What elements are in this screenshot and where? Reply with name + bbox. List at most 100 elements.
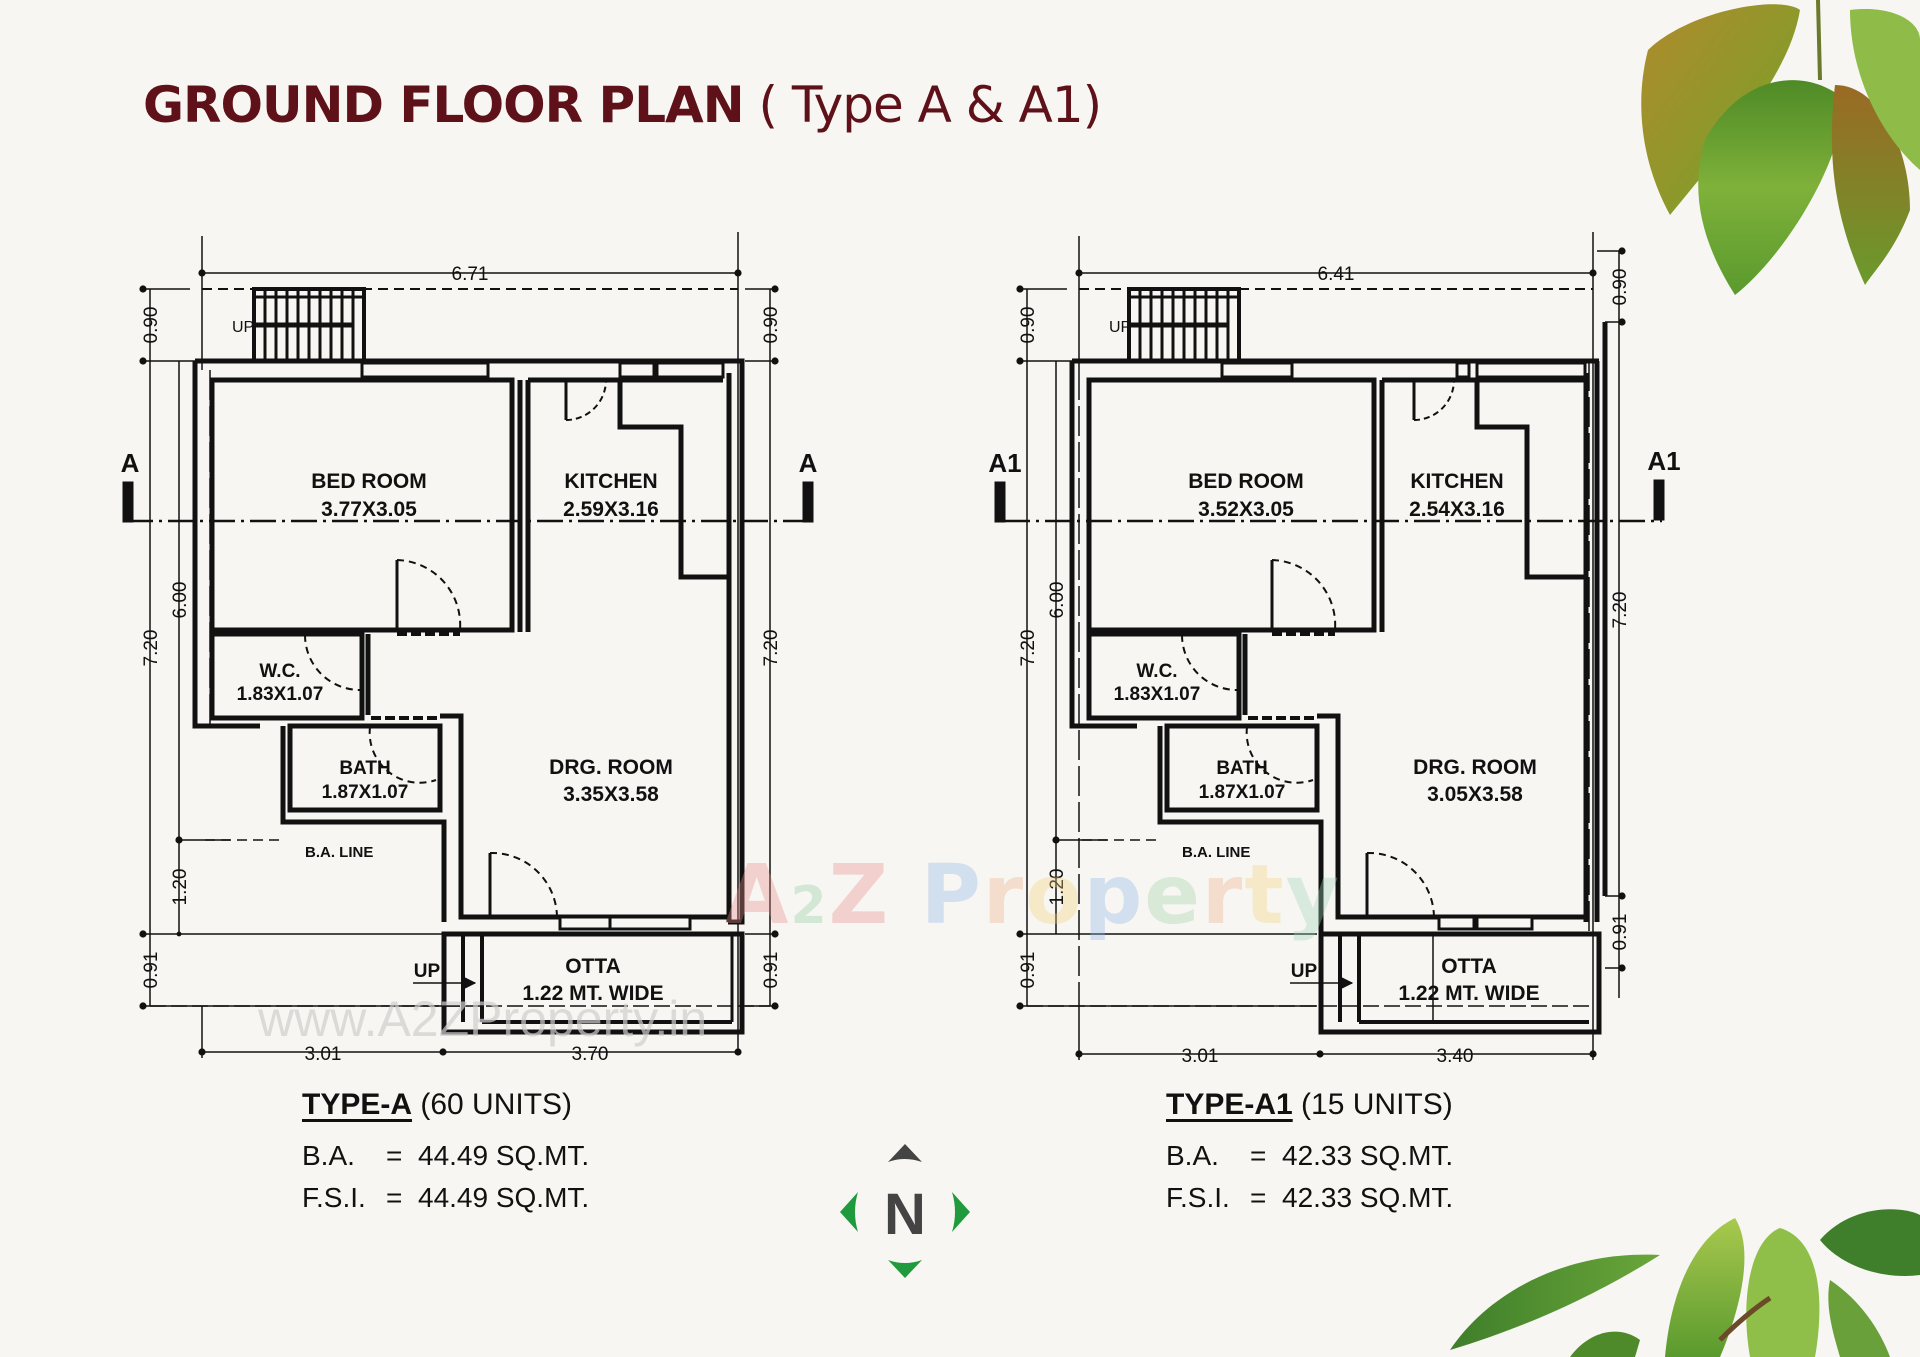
compass-right-arrow-icon xyxy=(952,1192,970,1232)
room-size-kitchen-a: 2.59X3.16 xyxy=(563,498,659,521)
dim-right-top-a: 0.90 xyxy=(761,307,782,344)
type-a-units: (60 UNITS) xyxy=(412,1088,573,1121)
watermark-letter: A xyxy=(725,848,791,943)
room-name-wc-a: W.C. xyxy=(259,661,300,682)
room-size-drg-a1: 3.05X3.58 xyxy=(1427,783,1523,806)
watermark-letter xyxy=(890,848,921,943)
room-size-otta-a1: 1.22 MT. WIDE xyxy=(1398,982,1539,1005)
room-name-drg-a1: DRG. ROOM xyxy=(1413,756,1537,779)
watermark-url: www.A2ZProperty.in xyxy=(258,991,708,1047)
dim-left-total-a1: 7.20 xyxy=(1018,630,1039,667)
otta-up-label-a1: UP xyxy=(1291,961,1318,982)
equals: = xyxy=(386,1182,403,1213)
room-name-otta-a: OTTA xyxy=(565,955,621,978)
room-size-drg-a: 3.35X3.58 xyxy=(563,783,659,806)
room-name-bath-a: BATH xyxy=(339,758,390,779)
type-a1-fsi-row: F.S.I.=42.33 SQ.MT. xyxy=(1166,1182,1453,1214)
section-marker-right-a1: A1 xyxy=(1647,446,1680,476)
compass-up-arrow-icon xyxy=(888,1144,922,1162)
compass-letter: N xyxy=(884,1182,926,1247)
dim-left-otta-a1: 0.91 xyxy=(1018,952,1039,989)
leaf-decoration-top-right xyxy=(1641,0,1920,295)
dim-left-ba-a: 1.20 xyxy=(170,869,191,906)
compass-left-arrow-icon xyxy=(840,1192,858,1232)
section-marker-right-a: A xyxy=(799,448,818,478)
dim-left-inner-a: 6.00 xyxy=(170,582,191,619)
stair-up-label-a: UP xyxy=(232,319,254,336)
dim-left-total-a: 7.20 xyxy=(141,630,162,667)
room-size-wc-a: 1.83X1.07 xyxy=(237,684,324,705)
type-a1-label: TYPE-A1 xyxy=(1166,1088,1293,1121)
watermark-letter: t xyxy=(1244,848,1286,943)
room-size-bedroom-a: 3.77X3.05 xyxy=(321,498,417,521)
type-a1-units: (15 UNITS) xyxy=(1292,1088,1453,1121)
room-name-bath-a1: BATH xyxy=(1216,758,1267,779)
room-size-bath-a1: 1.87X1.07 xyxy=(1199,782,1286,803)
room-name-wc-a1: W.C. xyxy=(1136,661,1177,682)
watermark-letter: p xyxy=(1083,848,1145,943)
otta-up-label-a: UP xyxy=(414,961,441,982)
title-main: GROUND FLOOR PLAN xyxy=(143,76,745,134)
dim-left-otta-a: 0.91 xyxy=(141,952,162,989)
watermark-letter: r xyxy=(982,848,1026,943)
type-a-fsi-label: F.S.I. xyxy=(302,1182,366,1213)
plan-type-a1-labels: 6.41 3.01 3.40 0.90 7.20 6.00 1.20 0.91 … xyxy=(988,264,1680,1067)
type-a-fsi-value: 44.49 SQ.MT. xyxy=(418,1182,590,1213)
equals: = xyxy=(1250,1140,1267,1171)
dim-left-inner-a1: 6.00 xyxy=(1047,582,1068,619)
room-name-bedroom-a1: BED ROOM xyxy=(1188,470,1304,493)
type-a-ba-value: 44.49 SQ.MT. xyxy=(418,1140,590,1171)
dim-bottom-right-a1: 3.40 xyxy=(1437,1046,1474,1067)
dim-right-otta-a1: 0.91 xyxy=(1610,914,1631,951)
watermark-letter: r xyxy=(1201,848,1245,943)
dim-overall-width-a1: 6.41 xyxy=(1318,264,1355,285)
room-size-otta-a: 1.22 MT. WIDE xyxy=(522,982,663,1005)
summary-type-a: TYPE-A (60 UNITS) B.A.=44.49 SQ.MT. F.S.… xyxy=(302,1088,589,1214)
room-name-otta-a1: OTTA xyxy=(1441,955,1497,978)
type-a-heading: TYPE-A (60 UNITS) xyxy=(302,1088,589,1122)
room-name-kitchen-a: KITCHEN xyxy=(564,470,657,493)
stair-up-label-a1: UP xyxy=(1109,319,1131,336)
ba-line-label-a1: B.A. LINE xyxy=(1182,844,1250,861)
leaf-decoration-bottom-right xyxy=(1450,1209,1920,1357)
north-compass-icon: N xyxy=(840,1144,970,1278)
dim-left-top-a: 0.90 xyxy=(141,307,162,344)
type-a1-fsi-label: F.S.I. xyxy=(1166,1182,1230,1213)
type-a-label: TYPE-A xyxy=(302,1088,413,1121)
watermark-letter: 2 xyxy=(790,876,829,936)
room-name-drg-a: DRG. ROOM xyxy=(549,756,673,779)
watermark-letter: y xyxy=(1285,848,1342,943)
compass-down-arrow-icon xyxy=(888,1260,922,1278)
room-size-kitchen-a1: 2.54X3.16 xyxy=(1409,498,1505,521)
dim-overall-width-a: 6.71 xyxy=(452,264,489,285)
title-sub: ( Type A & A1) xyxy=(743,76,1103,134)
watermark-logo: A2Z Property xyxy=(725,848,1341,943)
room-size-bath-a: 1.87X1.07 xyxy=(322,782,409,803)
type-a-ba-label: B.A. xyxy=(302,1140,355,1171)
type-a1-ba-row: B.A. = 42.33 SQ.MT. xyxy=(1166,1140,1453,1172)
dim-bottom-right-a: 3.70 xyxy=(572,1044,609,1065)
dim-right-total-a1: 7.20 xyxy=(1610,592,1631,629)
ba-line-label-a: B.A. LINE xyxy=(305,844,373,861)
type-a1-ba-value: 42.33 SQ.MT. xyxy=(1282,1140,1454,1171)
dim-right-total-a: 7.20 xyxy=(761,630,782,667)
summary-type-a1: TYPE-A1 (15 UNITS) B.A. = 42.33 SQ.MT. F.S… xyxy=(1166,1088,1453,1214)
plan-type-a xyxy=(122,232,814,1058)
watermark-letter: o xyxy=(1025,848,1084,943)
plan-type-a1 xyxy=(994,232,1665,1060)
type-a1-ba-label: B.A. xyxy=(1166,1140,1219,1171)
dim-right-otta-a: 0.91 xyxy=(761,952,782,989)
dim-bottom-left-a1: 3.01 xyxy=(1182,1046,1219,1067)
room-size-bedroom-a1: 3.52X3.05 xyxy=(1198,498,1294,521)
watermark-letter: e xyxy=(1144,848,1202,943)
dim-right-top-a1: 0.90 xyxy=(1610,269,1631,306)
page-title: GROUND FLOOR PLAN ( Type A & A1) xyxy=(143,76,1103,134)
room-size-wc-a1: 1.83X1.07 xyxy=(1114,684,1201,705)
type-a1-fsi-value: 42.33 SQ.MT. xyxy=(1282,1182,1454,1213)
section-marker-left-a1: A1 xyxy=(988,448,1021,478)
room-name-kitchen-a1: KITCHEN xyxy=(1410,470,1503,493)
dim-left-ba-a1: 1.20 xyxy=(1047,869,1068,906)
type-a-ba-row: B.A.=44.49 SQ.MT. xyxy=(302,1140,589,1172)
dim-left-top-a1: 0.90 xyxy=(1018,307,1039,344)
